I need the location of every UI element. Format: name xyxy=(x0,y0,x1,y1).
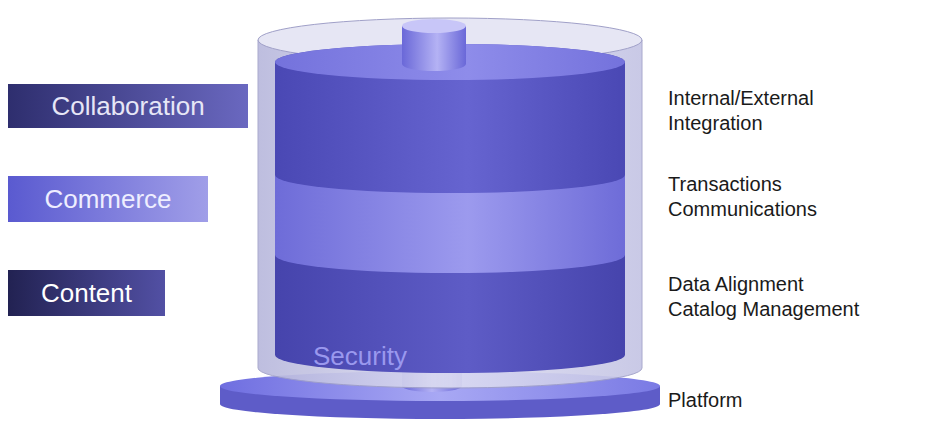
security-cylinder: Security xyxy=(275,40,625,380)
box-label: Commerce xyxy=(44,184,171,215)
commerce-box: Commerce xyxy=(8,176,208,222)
content-box: Content xyxy=(8,270,165,316)
glass-cylinder xyxy=(258,40,642,388)
platform-label: Platform xyxy=(668,388,872,413)
top-tube-cap xyxy=(402,19,466,33)
layer-label: Internal/External Integration xyxy=(668,86,872,136)
layer-label: Data Alignment Catalog Management xyxy=(668,272,872,322)
layer-label: Transactions Communications xyxy=(668,172,872,222)
box-label: Content xyxy=(41,278,132,309)
inner-cylinder xyxy=(275,40,625,380)
box-label: Collaboration xyxy=(51,91,204,122)
security-label: Security xyxy=(313,341,407,372)
collaboration-box: Collaboration xyxy=(8,84,248,128)
security-text-holder: Security xyxy=(275,341,625,372)
